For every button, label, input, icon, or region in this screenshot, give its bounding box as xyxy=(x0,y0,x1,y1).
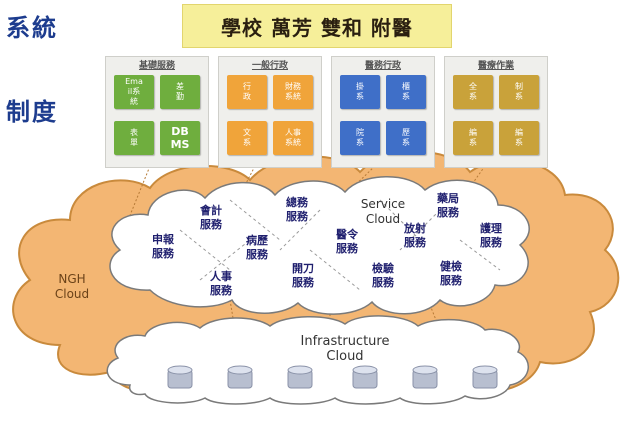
module-tile: 文 系 xyxy=(227,121,267,155)
module-tile: 掛 系 xyxy=(340,75,380,109)
server-icon xyxy=(412,365,438,389)
module-tile: 差 勤 xyxy=(160,75,200,109)
module-group-label: 醫務行政 xyxy=(364,61,401,71)
side-label-system: 系統 xyxy=(6,13,58,42)
module-group-label: 基礎服務 xyxy=(138,61,175,71)
module-tile: 櫃 系 xyxy=(386,75,426,109)
module-group-label: 一般行政 xyxy=(251,61,288,71)
service-item: 申報 服務 xyxy=(152,233,174,260)
service-item: 放射 服務 xyxy=(404,222,426,249)
module-group-label: 醫療作業 xyxy=(477,61,514,71)
module-group: 一般行政行 政財務 系統文 系人事 系統 xyxy=(218,56,322,168)
side-label-regulation: 制度 xyxy=(6,97,58,126)
service-item: 人事 服務 xyxy=(210,270,232,297)
module-tile: DB MS xyxy=(160,121,200,155)
module-tile: 歷 系 xyxy=(386,121,426,155)
service-item: 醫令 服務 xyxy=(336,228,358,255)
module-tile: 人事 系統 xyxy=(273,121,313,155)
server-icons xyxy=(167,365,498,389)
service-dividers xyxy=(179,199,501,291)
server-icon xyxy=(472,365,498,389)
infrastructure-cloud-label: Infrastructure Cloud xyxy=(300,334,390,364)
server-icon xyxy=(227,365,253,389)
server-icon xyxy=(167,365,193,389)
module-group: 醫療作業全 系制 系編 系編 系 xyxy=(444,56,548,168)
service-item: 會計 服務 xyxy=(200,204,222,231)
service-item: 病歷 服務 xyxy=(246,234,268,261)
service-item: 檢驗 服務 xyxy=(372,262,394,289)
service-item: 護理 服務 xyxy=(480,222,502,249)
title-banner: 學校 萬芳 雙和 附醫 xyxy=(182,4,452,48)
module-tile: 編 系 xyxy=(499,121,539,155)
module-tile: 表 單 xyxy=(114,121,154,155)
service-item: 總務 服務 xyxy=(286,196,308,223)
server-icon xyxy=(287,365,313,389)
module-tile: 行 政 xyxy=(227,75,267,109)
module-tile: 制 系 xyxy=(499,75,539,109)
ngh-cloud-label: NGH Cloud xyxy=(54,272,90,301)
service-item: 藥局 服務 xyxy=(437,192,459,219)
service-item: 開刀 服務 xyxy=(292,262,314,289)
module-tile: Ema il系 統 xyxy=(114,75,154,109)
service-item: 健檢 服務 xyxy=(440,260,462,287)
service-cloud-shape xyxy=(109,176,530,315)
module-group: 醫務行政掛 系櫃 系院 系歷 系 xyxy=(331,56,435,168)
service-cloud-label: Service Cloud xyxy=(360,197,406,226)
module-tile: 院 系 xyxy=(340,121,380,155)
module-tile: 編 系 xyxy=(453,121,493,155)
module-tile: 財務 系統 xyxy=(273,75,313,109)
server-icon xyxy=(352,365,378,389)
module-tile: 全 系 xyxy=(453,75,493,109)
